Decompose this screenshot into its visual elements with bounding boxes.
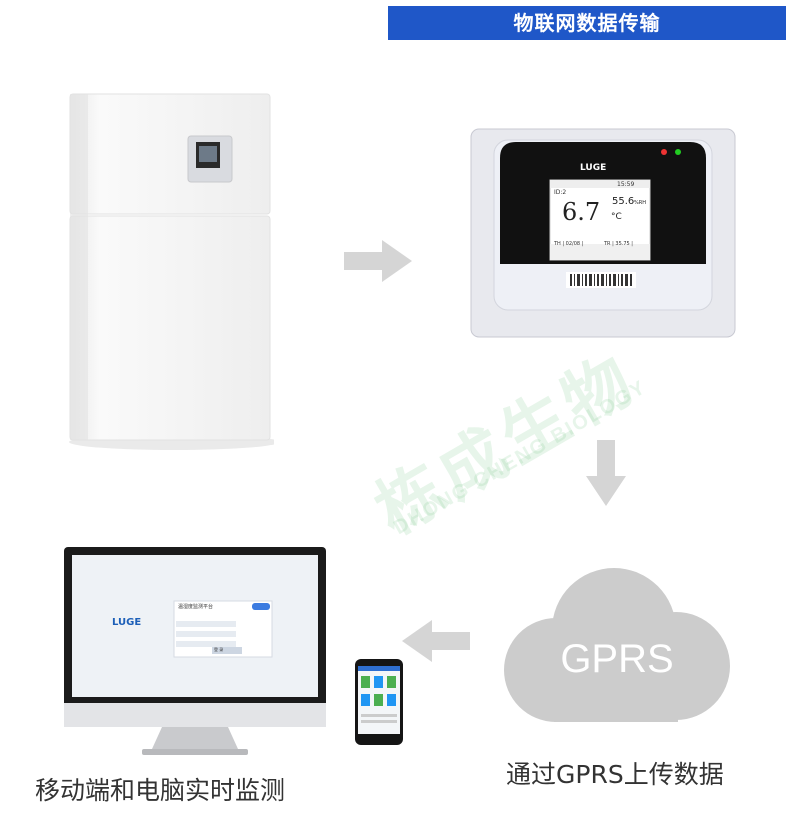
mobile-phone-image <box>355 659 403 745</box>
platform-title: 温湿度监测平台 <box>178 604 214 610</box>
device-logo: LUGE <box>580 163 607 173</box>
device-time: 15:59 <box>617 181 635 188</box>
section-title-banner: 物联网数据传输 <box>388 6 786 40</box>
cloud-icon <box>504 568 730 722</box>
caption-gprs-upload: 通过GPRS上传数据 <box>506 760 724 789</box>
login-button: 登 录 <box>214 647 224 652</box>
device-status-left: TH | 02/08 | <box>554 241 584 247</box>
device-id: ID:2 <box>554 189 567 196</box>
device-humidity: 55.6 <box>612 196 635 207</box>
monitor-device-image <box>470 128 736 338</box>
arrow-left-icon <box>402 620 470 662</box>
caption-mobile-pc-monitoring: 移动端和电脑实时监测 <box>35 776 286 805</box>
refrigerator-image <box>69 93 274 450</box>
desktop-monitor-image <box>64 547 326 755</box>
device-temp-unit: °C <box>611 212 622 222</box>
device-humidity-unit: %RH <box>634 200 646 206</box>
cloud-label: GPRS <box>560 637 674 681</box>
monitor-logo: LUGE <box>112 617 142 628</box>
device-status-right: TR | 35.75 | <box>604 241 633 247</box>
arrow-right-icon <box>344 240 412 282</box>
arrow-down-icon <box>586 440 626 506</box>
device-temperature: 6.7 <box>562 198 601 226</box>
